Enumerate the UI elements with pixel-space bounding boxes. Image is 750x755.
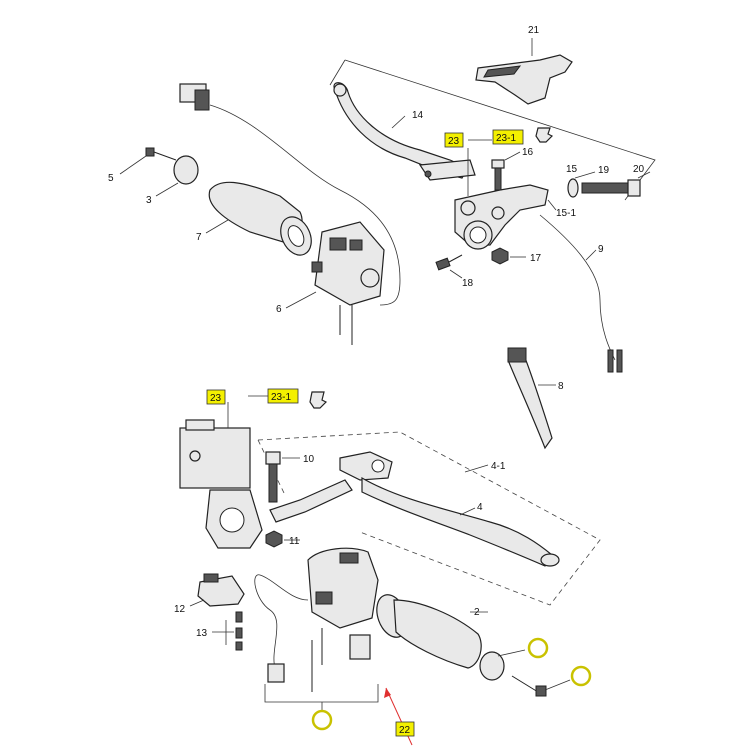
- bar-end-bolt-5-weight-3: [119, 147, 199, 197]
- circle-marker-washer: [527, 637, 549, 659]
- callout-15-1: 15-1: [556, 208, 576, 219]
- cable-9: [539, 214, 623, 373]
- bolt-18: [435, 254, 463, 279]
- upper-perch-part: [454, 139, 549, 250]
- callout-20: 20: [633, 164, 645, 175]
- callout-18: 18: [462, 278, 474, 289]
- callout-12: 12: [174, 604, 186, 615]
- callout-15: 15: [566, 164, 578, 175]
- nut-11: [265, 530, 300, 548]
- callout-6: 6: [276, 304, 282, 315]
- callout-3: 3: [146, 195, 152, 206]
- callout-21: 21: [528, 25, 540, 36]
- callout-8: 8: [558, 381, 564, 392]
- label-23-1-upper: 23-1: [496, 133, 516, 144]
- right-grip-2: [376, 594, 488, 669]
- left-grip-7: [205, 181, 312, 256]
- master-cylinder: [179, 395, 268, 549]
- bar-end-weight-lower: [479, 649, 571, 697]
- circle-markers: [311, 637, 592, 731]
- callout-4-1: 4-1: [491, 461, 506, 472]
- label-23-1-lower: 23-1: [271, 392, 291, 403]
- callout-5: 5: [108, 173, 114, 184]
- right-switch-housing: [254, 547, 379, 692]
- switch-12-screws-13: [189, 573, 245, 651]
- label-23-upper: 23: [448, 136, 460, 147]
- callout-2: 2: [474, 607, 480, 618]
- circle-marker-bolt: [570, 665, 592, 687]
- callout-19: 19: [598, 165, 610, 176]
- callout-10: 10: [303, 454, 315, 465]
- lever-cover-part: [475, 38, 573, 105]
- callout-9: 9: [598, 244, 604, 255]
- callout-16: 16: [522, 147, 534, 158]
- lower-lever-4: [269, 451, 560, 567]
- red-arrow-22: [384, 687, 413, 746]
- label-22: 22: [399, 725, 411, 736]
- callout-7: 7: [196, 232, 202, 243]
- label-23-lower: 23: [210, 393, 222, 404]
- callout-11: 11: [289, 536, 300, 547]
- callout-4: 4: [477, 502, 483, 513]
- circle-marker-pin: [311, 709, 333, 731]
- lever-boot-8: [507, 347, 556, 450]
- pivot-bolt-16: [491, 151, 521, 191]
- callout-14: 14: [412, 110, 424, 121]
- switch-connector-wire: [179, 83, 401, 306]
- bolt-20-washer-19: [547, 171, 651, 211]
- pivot-pin-10: [265, 451, 300, 503]
- clip-23-1-upper: [535, 127, 554, 143]
- callout-13: 13: [196, 628, 208, 639]
- upper-lever-part: [333, 82, 476, 181]
- clip-23-1-lower: [309, 391, 328, 409]
- nut-17: [491, 247, 526, 265]
- callout-17: 17: [530, 253, 542, 264]
- left-switch-housing-6: [285, 221, 385, 345]
- bottom-bracket: [264, 684, 379, 712]
